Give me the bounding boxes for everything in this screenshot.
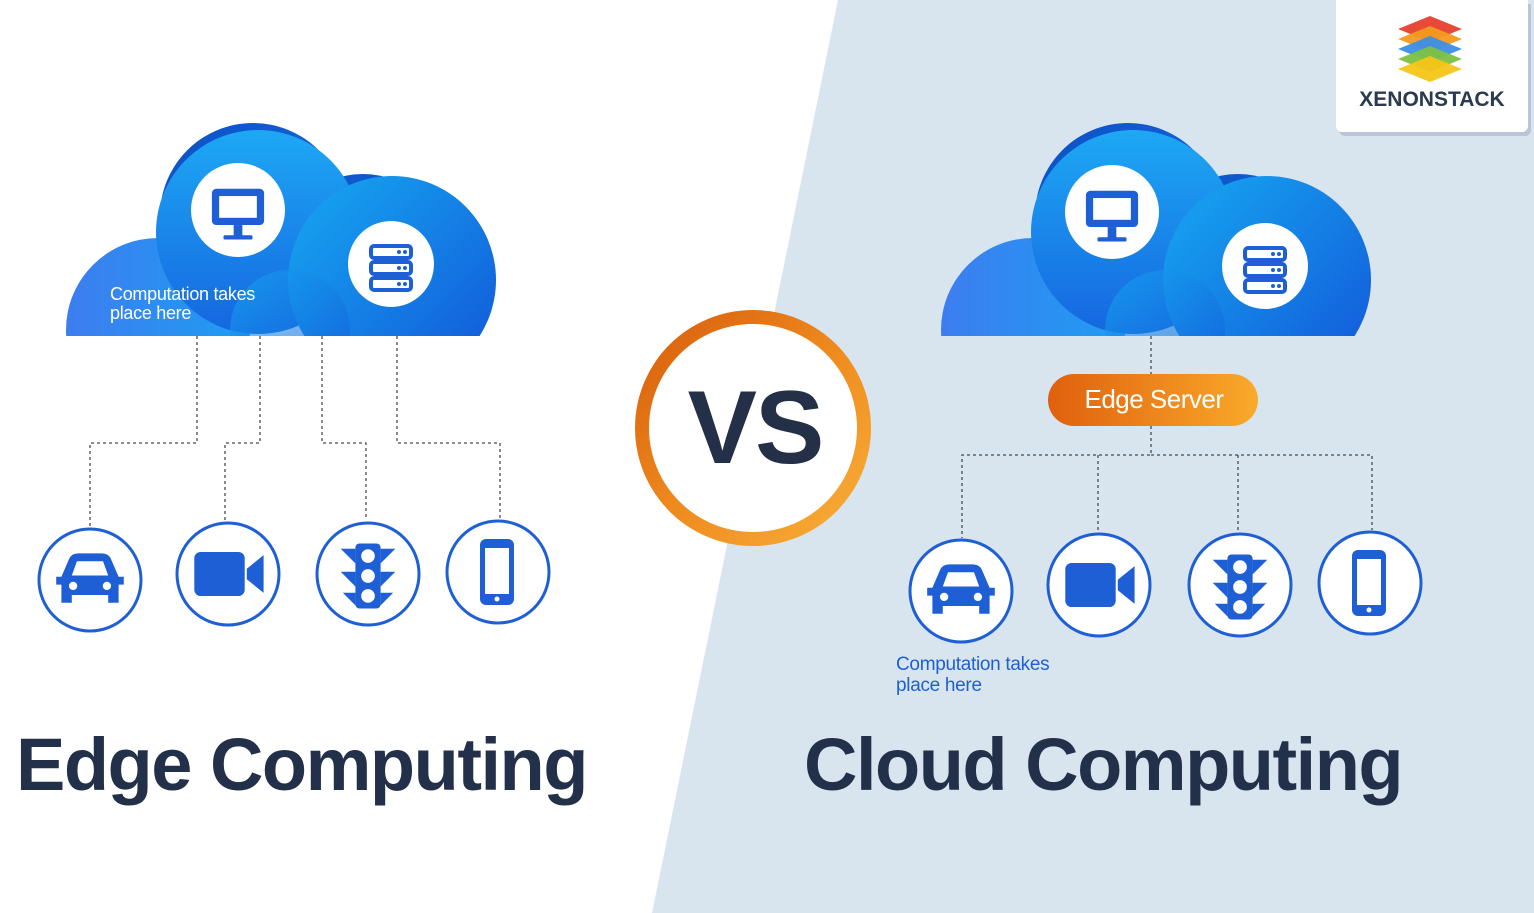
edge-computing-title: Edge Computing <box>16 723 588 806</box>
monitor-icon <box>191 163 285 257</box>
edge-device-car <box>37 527 143 633</box>
server-icon <box>1222 223 1308 309</box>
cloud-note-line2: place here <box>896 675 982 696</box>
edge-server-pill <box>1048 374 1258 426</box>
edge-device-camera <box>175 521 281 627</box>
edge-computation-note: Computation takes place here <box>110 285 255 323</box>
cloud-device-traffic-light <box>1187 532 1293 638</box>
edge-note-line2: place here <box>110 303 192 323</box>
vs-label: VS <box>687 370 825 486</box>
edge-note-line1: Computation takes <box>110 284 255 304</box>
edge-connectors <box>89 336 501 528</box>
cloud-device-phone <box>1317 530 1423 636</box>
cloud-connectors <box>961 336 1373 538</box>
monitor-icon <box>1065 165 1159 259</box>
edge-device-phone <box>445 519 551 625</box>
cloud-computation-note: Computation takes place here <box>896 654 1050 696</box>
cloud-note-line1: Computation takes <box>896 654 1050 675</box>
cloud-device-camera <box>1046 532 1152 638</box>
xenonstack-logo: XENONSTACK <box>1336 0 1528 132</box>
cloud-device-car <box>908 538 1014 644</box>
edge-device-traffic-light <box>315 521 421 627</box>
server-icon <box>348 221 434 307</box>
stack-layers-icon <box>1398 16 1462 82</box>
logo-wordmark: XENONSTACK <box>1359 88 1505 111</box>
vs-badge <box>635 310 871 546</box>
edge-server-label: Edge Server <box>1084 384 1224 414</box>
cloud-computing-title: Cloud Computing <box>804 723 1404 806</box>
